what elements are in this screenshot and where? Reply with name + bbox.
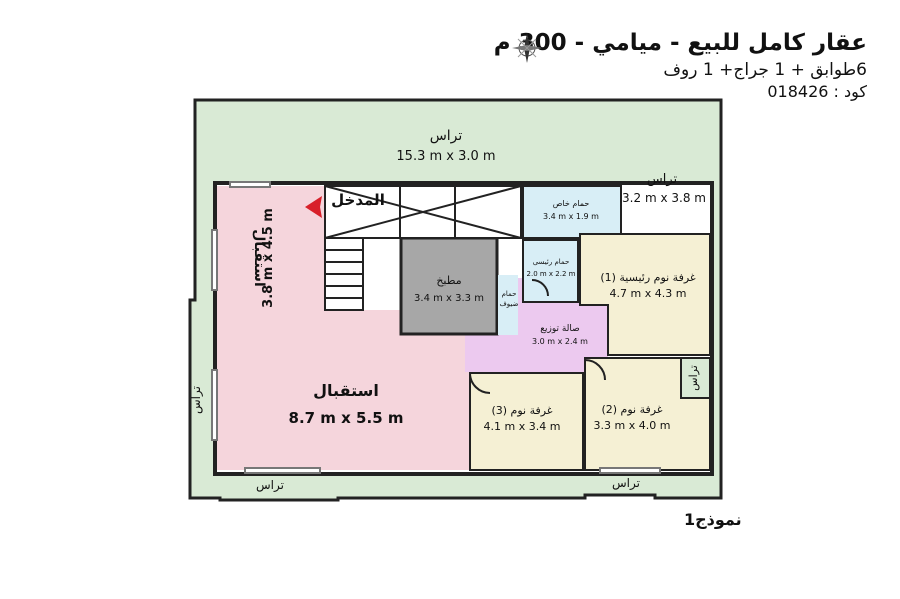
entrance-label: المدخل (331, 191, 385, 209)
terrace-right-dims: 3.2 m x 3.8 m (622, 191, 706, 205)
main-bath-area (522, 239, 579, 303)
terrace-top-dims: 15.3 m x 3.0 m (396, 149, 495, 164)
bedroom-3-area (469, 372, 584, 471)
private-bath-dims: 3.4 m x 1.9 m (543, 212, 599, 221)
reception-small-name: استقبال (251, 229, 267, 286)
bedroom-2-dims: 3.3 m x 4.0 m (594, 419, 671, 432)
main-bath-dims: 2.0 m x 2.2 m (527, 270, 576, 278)
stairwell (324, 185, 522, 311)
private-bath-area (522, 185, 622, 239)
terrace-bottom-left-label: تراس (256, 478, 284, 493)
terrace-right-name: تراس (647, 172, 678, 187)
kitchen-area (399, 236, 499, 336)
hall-name: صالة توزيع (540, 324, 580, 334)
guest-bath-name-2: ضيوف (500, 300, 519, 308)
model-label: نموذج1 (684, 510, 742, 529)
guest-bath-area (498, 275, 518, 335)
master-bedroom-area (579, 233, 711, 356)
reception-large-dims: 8.7 m x 5.5 m (289, 409, 404, 427)
bedroom-2-name: غرفة نوم (2) (601, 403, 662, 416)
hall-dims: 3.0 m x 2.4 m (532, 337, 588, 346)
entrance-arrow-icon (305, 196, 322, 218)
terrace-right-side-label: تراس (687, 365, 700, 391)
page-title: عقار كامل للبيع - ميامي - 300 م (493, 30, 867, 56)
kitchen-dims: 3.4 m x 3.3 m (414, 293, 484, 304)
guest-bath-name-1: حمام (502, 290, 517, 298)
kitchen-name: مطبخ (436, 274, 461, 287)
master-bedroom-name: غرفة نوم رئيسية (1) (600, 271, 696, 284)
doors (469, 279, 606, 394)
compass-icon (512, 33, 542, 63)
terrace-top-name: تراس (430, 128, 463, 144)
windows (211, 181, 661, 474)
reception-small-dims: 3.8 m x 4.5 m (261, 208, 276, 308)
terrace-bottom-right-label: تراس (612, 476, 640, 491)
private-bath-name: حمام خاص (553, 199, 590, 208)
side-terrace-area (680, 357, 711, 399)
reception-area (217, 186, 470, 470)
page-subtitle: 6طوابق + 1 جراج+ 1 روف (663, 60, 867, 80)
reception-large-name: استقبال (313, 381, 379, 400)
bedroom-3-dims: 4.1 m x 3.4 m (484, 420, 561, 433)
property-code: كود : 018426 (767, 82, 867, 101)
bedroom-3-name: غرفة نوم (3) (491, 404, 552, 417)
master-bedroom-dims: 4.7 m x 4.3 m (610, 287, 687, 300)
terrace-left-side-label: تراس (189, 386, 204, 414)
main-bath-name: حمام رئيسى (533, 258, 570, 266)
